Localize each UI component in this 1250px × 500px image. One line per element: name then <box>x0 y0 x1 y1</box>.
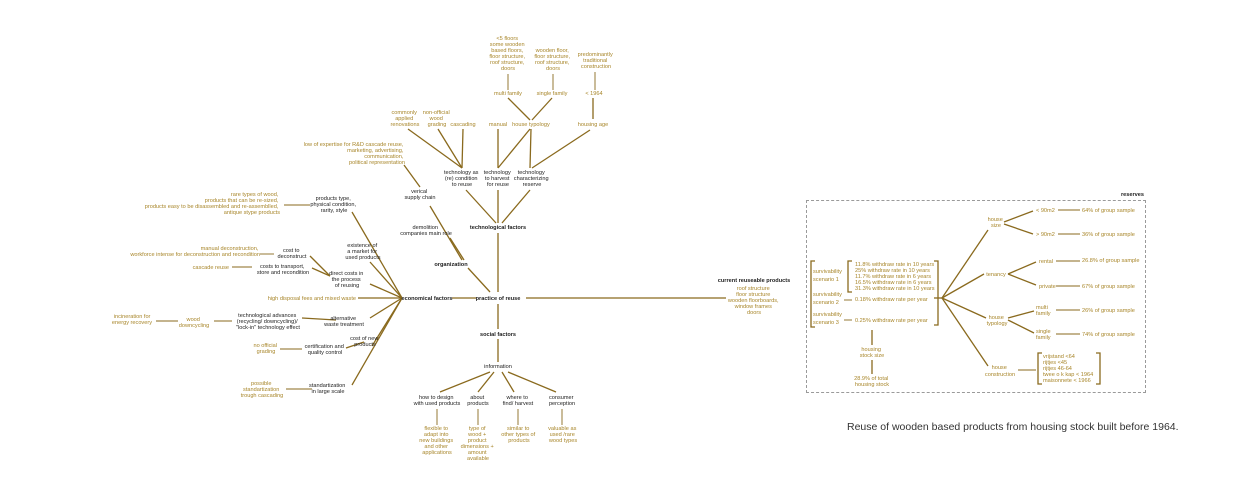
valuable-desc: valuable as used /rare wood types <box>548 426 578 444</box>
tech-reserve-node: technology characterizing reserve <box>514 170 550 188</box>
connector-lines <box>156 72 726 425</box>
rental-pct: 26.8% of group sample <box>1082 258 1140 264</box>
flexible-desc: flexible to adapt into new buildings and… <box>419 426 454 456</box>
size-large: > 90m2 <box>1036 232 1055 238</box>
manual-node: manual <box>489 122 507 128</box>
alternative-waste-node: alternative waste treatment <box>323 316 364 328</box>
renovations-node: commonly applied renovations <box>391 110 420 128</box>
housing-stock-size: housing stock size <box>860 347 885 359</box>
scenario-3: survivability scenario 3 <box>813 312 843 326</box>
private-pct: 67% of group sample <box>1082 284 1135 290</box>
certification-node: certification and quality control <box>305 344 346 356</box>
tech-condition-node: technology as (re) condition to reuse <box>444 170 480 188</box>
house-construction-node: house construction <box>985 365 1015 378</box>
products-type-node: products type, physical condition, rarit… <box>310 196 357 214</box>
central-node: practice of reuse <box>476 296 521 302</box>
economical-factors: economical factors <box>402 296 453 302</box>
cascading-node: cascading <box>450 122 475 128</box>
social-factors: social factors <box>480 332 516 338</box>
high-disposal-node: high disposal fees and mixed waste <box>268 296 356 302</box>
market-existence-node: existence of a market for used products <box>345 243 380 261</box>
where-find-node: where to find/ harvest <box>503 395 534 407</box>
no-grading-node: no official grading <box>253 343 278 355</box>
possible-std-node: possible standartization trough cascadin… <box>241 381 284 399</box>
multi-family-node: multi family <box>494 91 522 97</box>
rental-node: rental <box>1039 259 1053 265</box>
multi-family-reserve: multi family <box>1036 305 1051 317</box>
size-large-pct: 36% of group sample <box>1082 232 1135 238</box>
rare-types-node: rare types of wood, products that can be… <box>145 192 280 216</box>
construction-list: vrijstand <64 rijtjes <45 rijtjes 46-64 … <box>1043 354 1095 384</box>
information-node: information <box>484 364 512 370</box>
direct-costs-node: direct costs in the process of reusing <box>329 271 365 289</box>
standardization-node: standartization in large scale <box>309 383 347 395</box>
technological-factors: technological factors <box>470 225 526 231</box>
cascade-reuse-node: cascade reuse <box>193 265 229 271</box>
demolition-node: demolition companies main role <box>400 225 452 237</box>
figure-caption: Reuse of wooden based products from hous… <box>847 421 1179 433</box>
reserves-lines <box>810 209 1101 385</box>
before-1964-node: < 1964 <box>585 91 602 97</box>
current-products-title: current reuseable products <box>718 278 790 284</box>
cost-transport-node: costs to transport, store and reconditio… <box>257 264 309 276</box>
consumer-perception-node: consumer perception <box>549 395 575 407</box>
scenario-1: survivability scenario 1 <box>813 269 843 283</box>
single-family-desc: wooden floor, floor structure, roof stru… <box>534 48 571 72</box>
typology-node: house typology <box>512 122 550 128</box>
multi-pct: 26% of group sample <box>1082 308 1135 314</box>
tech-advances-node: technological advances (recycling/ downc… <box>236 313 300 331</box>
withdraw-rates-list: 11.8% withdraw rate in 10 years 25% with… <box>855 262 936 292</box>
single-family-node: single family <box>537 91 568 97</box>
grading-node: non-official wood grading <box>423 110 452 128</box>
cost-new-node: cost of new products <box>350 336 380 348</box>
housing-age-node: housing age <box>578 122 608 128</box>
house-size-node: house size <box>988 217 1005 229</box>
how-design-node: how to design with used products <box>413 395 461 407</box>
tech-harvest-node: technology to harvest for reuse <box>484 170 513 188</box>
size-small-pct: 64% of group sample <box>1082 208 1135 214</box>
house-typology-node: house typology <box>987 315 1008 327</box>
similar-desc: similar to other types of products <box>501 426 536 444</box>
organization-node: organization <box>434 262 468 268</box>
single-pct: 74% of group sample <box>1082 332 1135 338</box>
multi-family-desc: <5 floors some wooden based floors, floo… <box>489 36 526 72</box>
housing-age-desc: predominantly traditional construction <box>578 52 615 70</box>
vertical-supply-node: verical supply chain <box>404 189 435 201</box>
manual-decon-node: manual deconstruction, workforce intense… <box>129 246 260 258</box>
housing-stock-pct: 28.9% of total housing stock <box>854 376 890 388</box>
type-wood-desc: type of wood + product dimensions + amou… <box>461 426 496 462</box>
tenancy-node: tenancy <box>986 272 1006 278</box>
incineration-node: incineration for energy recovery <box>112 314 152 326</box>
low-expertise-node: low of expertise for R&D cascade reuse, … <box>304 142 405 166</box>
cost-deconstruct-node: cost to deconstruct <box>278 248 307 260</box>
rate-scenario-3: 0.25% withdraw rate per year <box>855 318 928 324</box>
scenario-2: survivability scenario 2 <box>813 292 843 306</box>
current-products-list: roof structure floor structure wooden fl… <box>727 286 780 316</box>
wood-downcycling-node: wood downcycling <box>179 317 209 329</box>
size-small: < 90m2 <box>1036 208 1055 214</box>
private-node: private <box>1039 284 1056 290</box>
about-products-node: about products <box>467 395 489 407</box>
reserves-box <box>806 200 1146 393</box>
single-family-reserve: single family <box>1036 329 1052 341</box>
rate-scenario-2: 0.18% withdraw rate per year <box>855 297 928 303</box>
reserves-title: reserves <box>1121 192 1144 198</box>
